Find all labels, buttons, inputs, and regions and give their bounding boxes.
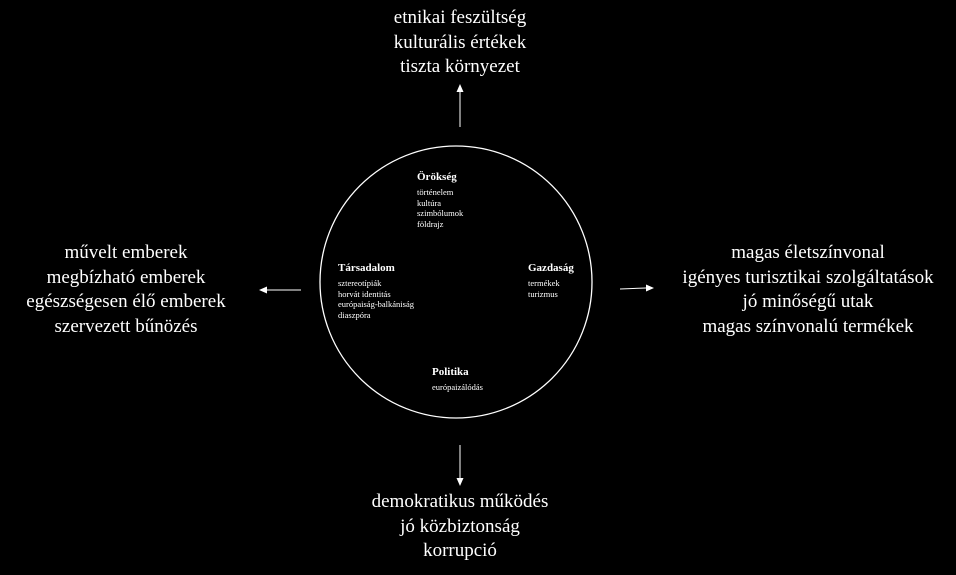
- sector-title: Társadalom: [338, 262, 395, 274]
- sector-politics: Politika európaizálódás: [432, 365, 483, 393]
- outer-block-right: magas életszínvonal igényes turisztikai …: [660, 241, 956, 339]
- sector-item: földrajz: [417, 218, 444, 229]
- outer-line: korrupció: [423, 540, 497, 561]
- sector-item: kultúra: [417, 197, 442, 208]
- sector-title: Politika: [432, 366, 469, 378]
- outer-line: jó minőségű utak: [742, 291, 874, 312]
- center-circle: [319, 145, 593, 419]
- outer-block-top: etnikai feszültség kulturális értékek ti…: [310, 6, 610, 80]
- outer-line: megbízható emberek: [46, 266, 206, 288]
- sector-title: Gazdaság: [528, 262, 574, 274]
- outer-line: művelt emberek: [64, 242, 188, 263]
- outer-block-bottom: demokratikus működés jó közbiztonság kor…: [310, 490, 610, 564]
- sector-heritage: Örökség történelem kultúra szimbólumok f…: [417, 170, 463, 229]
- outer-line: igényes turisztikai szolgáltatások: [682, 266, 934, 288]
- outer-line: szervezett bűnözés: [54, 315, 198, 337]
- sector-item: horvát identitás: [338, 288, 391, 299]
- outer-line: magas életszínvonal: [731, 242, 885, 263]
- sector-society: Társadalom sztereotípiák horvát identitá…: [338, 261, 414, 320]
- sector-item: szimbólumok: [417, 208, 464, 218]
- sector-item: sztereotípiák: [338, 278, 382, 288]
- arrow-right: [619, 284, 654, 292]
- sector-economy: Gazdaság termékek turizmus: [528, 261, 574, 299]
- arrow-up: [456, 84, 464, 127]
- outer-line: egészségesen élő emberek: [26, 291, 226, 312]
- sector-item: termékek: [528, 278, 560, 288]
- sector-item: európaiság-balkániság: [338, 299, 414, 309]
- sector-item: európaizálódás: [432, 382, 483, 392]
- outer-line: jó közbiztonság: [400, 515, 520, 537]
- outer-line: etnikai feszültség: [393, 7, 527, 28]
- sector-title: Örökség: [417, 171, 457, 183]
- outer-line: demokratikus működés: [371, 491, 549, 512]
- sector-item: diaszpóra: [338, 309, 371, 320]
- outer-line: magas színvonalú termékek: [702, 315, 914, 337]
- outer-line: tiszta környezet: [400, 56, 520, 77]
- outer-block-left: művelt emberek megbízható emberek egészs…: [0, 241, 252, 339]
- sector-item: történelem: [417, 187, 454, 197]
- outer-line: kulturális értékek: [393, 31, 527, 53]
- sector-item: turizmus: [528, 288, 558, 299]
- arrow-left: [259, 286, 301, 294]
- arrow-down: [456, 445, 464, 486]
